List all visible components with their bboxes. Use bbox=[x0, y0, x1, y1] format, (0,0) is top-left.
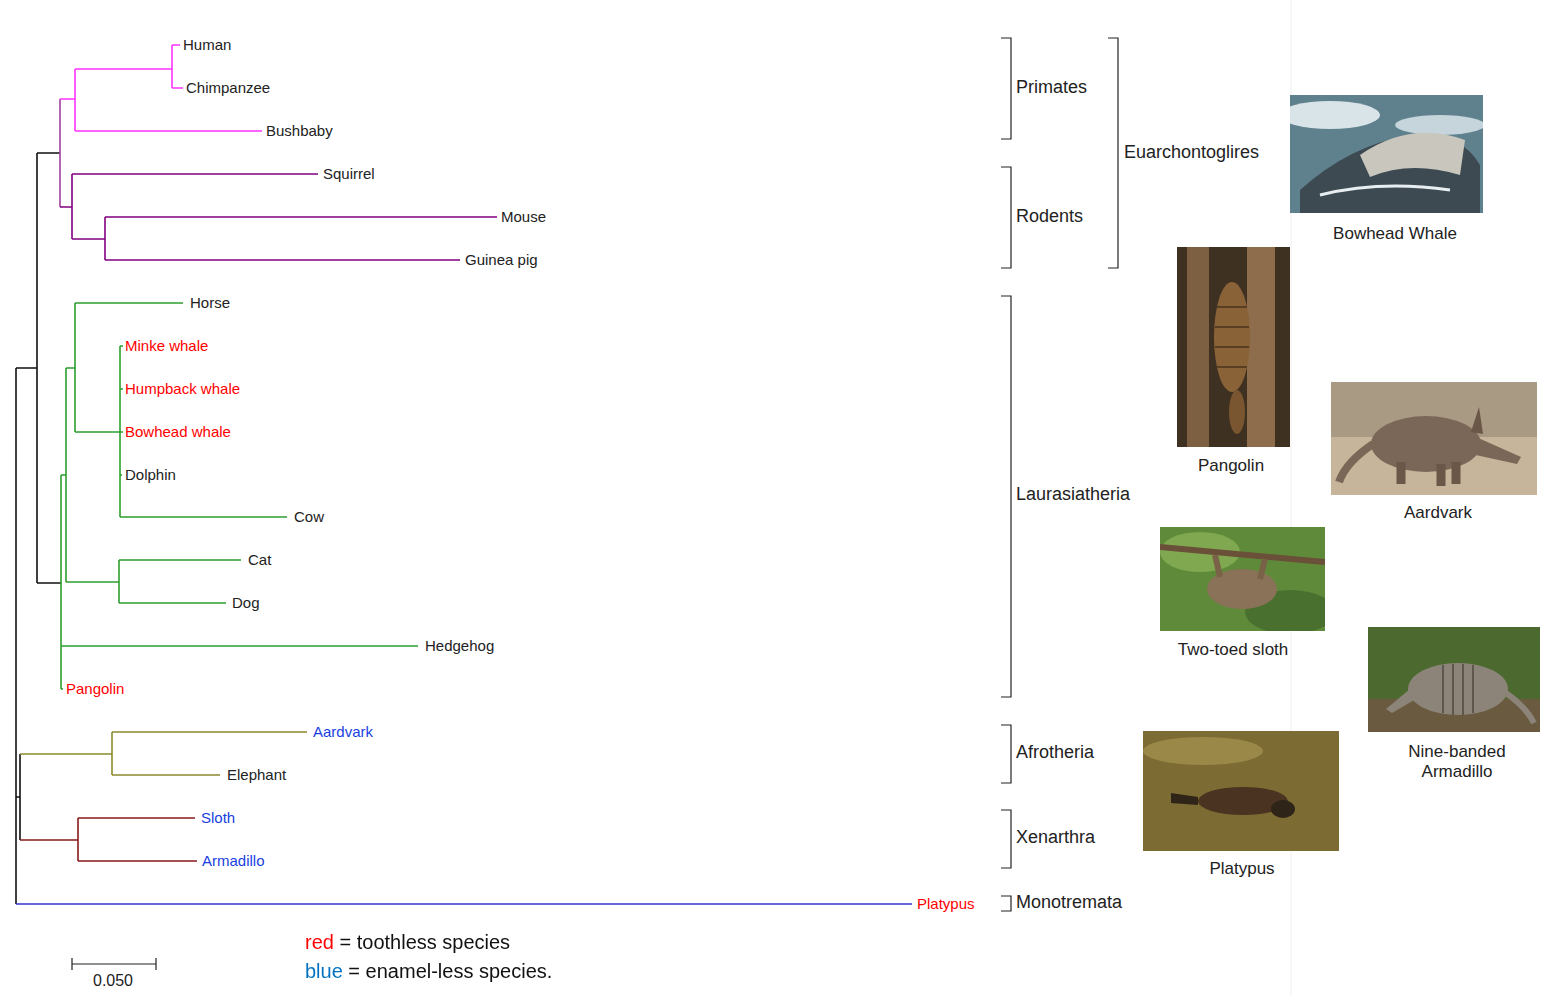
bracket bbox=[1001, 167, 1011, 268]
baleen bbox=[1360, 133, 1465, 177]
taxon-label: Guinea pig bbox=[465, 251, 538, 269]
clade-label: Xenarthra bbox=[1016, 827, 1095, 849]
photo-caption: Pangolin bbox=[1198, 456, 1264, 476]
taxon-label: Dog bbox=[232, 594, 260, 612]
photo-caption: Nine-banded Armadillo bbox=[1392, 742, 1522, 783]
ear bbox=[1471, 407, 1483, 434]
bracket bbox=[1001, 896, 1011, 911]
taxon-label: Hedgehog bbox=[425, 637, 494, 655]
taxon-label: Platypus bbox=[917, 895, 975, 913]
taxon-label: Cow bbox=[294, 508, 324, 526]
bracket bbox=[1108, 38, 1118, 268]
legs bbox=[1401, 462, 1456, 486]
platypus-photo bbox=[1143, 731, 1339, 851]
ground bbox=[1331, 382, 1537, 495]
xenarthra-branch bbox=[20, 818, 197, 861]
taxon-label: Humpback whale bbox=[125, 380, 240, 398]
grass bbox=[1368, 627, 1540, 732]
bracket bbox=[1001, 38, 1011, 139]
tail bbox=[1229, 390, 1245, 434]
photo-caption: Aardvark bbox=[1404, 503, 1472, 523]
scale-bar bbox=[72, 958, 156, 970]
taxon-label: Mouse bbox=[501, 208, 546, 226]
taxon-label: Chimpanzee bbox=[186, 79, 270, 97]
forest bbox=[1177, 247, 1290, 447]
laurasiatheria-branch bbox=[61, 303, 418, 689]
bill bbox=[1171, 793, 1198, 805]
clade-label: Primates bbox=[1016, 77, 1087, 99]
bracket bbox=[1001, 810, 1011, 868]
scales bbox=[1215, 307, 1249, 367]
taxon-label: Aardvark bbox=[313, 723, 373, 741]
whale-photo bbox=[1280, 95, 1485, 213]
bracket bbox=[1001, 725, 1011, 783]
foam bbox=[1280, 101, 1380, 129]
clade-label: Rodents bbox=[1016, 206, 1083, 228]
taxon-label: Bushbaby bbox=[266, 122, 333, 140]
tail bbox=[1506, 693, 1534, 723]
root-branch bbox=[16, 153, 61, 904]
aardvark-body bbox=[1371, 416, 1481, 472]
sloth-photo bbox=[1160, 527, 1335, 634]
photo-caption: Platypus bbox=[1209, 859, 1274, 879]
taxon-label: Squirrel bbox=[323, 165, 375, 183]
pangolin-photo bbox=[1177, 247, 1290, 447]
taxon-label: Human bbox=[183, 36, 231, 54]
arms bbox=[1215, 555, 1265, 579]
clade-label: Euarchontoglires bbox=[1124, 142, 1259, 164]
foam bbox=[1395, 115, 1485, 135]
aardvark-photo bbox=[1331, 382, 1537, 495]
head bbox=[1386, 689, 1416, 713]
splash bbox=[1320, 186, 1450, 195]
taxon-label: Horse bbox=[190, 294, 230, 312]
bracket bbox=[1001, 296, 1011, 697]
photo-caption: Bowhead Whale bbox=[1333, 224, 1457, 244]
taxon-label: Elephant bbox=[227, 766, 286, 784]
clade-label: Monotremata bbox=[1016, 892, 1122, 914]
taxon-label: Armadillo bbox=[202, 852, 265, 870]
ripple bbox=[1143, 737, 1263, 765]
taxon-label: Bowhead whale bbox=[125, 423, 231, 441]
taxon-label: Minke whale bbox=[125, 337, 208, 355]
legend-entry: blue = enamel-less species. bbox=[305, 959, 552, 983]
scale-bar bbox=[72, 958, 156, 970]
armadillo-body bbox=[1408, 663, 1508, 715]
branch bbox=[1160, 547, 1325, 562]
taxon-label: Pangolin bbox=[66, 680, 124, 698]
taxon-label: Cat bbox=[248, 551, 271, 569]
snout bbox=[1471, 437, 1521, 464]
armadillo-photo bbox=[1368, 627, 1540, 732]
rodent-branch bbox=[60, 174, 497, 260]
monotremata-branch bbox=[16, 903, 912, 905]
pangolin-body bbox=[1214, 282, 1250, 392]
bands bbox=[1443, 664, 1473, 715]
legend-entry: red = toothless species bbox=[305, 930, 510, 954]
photo-caption: Two-toed sloth bbox=[1178, 640, 1289, 660]
clade-label: Afrotheria bbox=[1016, 742, 1094, 764]
taxon-label: Sloth bbox=[201, 809, 235, 827]
trunk bbox=[1187, 247, 1209, 447]
tree-branches bbox=[16, 45, 912, 904]
tail bbox=[1271, 800, 1295, 818]
clade-label: Laurasiatheria bbox=[1016, 484, 1130, 506]
scale-value: 0.050 bbox=[93, 971, 133, 990]
euarchontoglires-branch bbox=[59, 99, 61, 207]
water bbox=[1143, 731, 1339, 851]
taxon-label: Dolphin bbox=[125, 466, 176, 484]
tail bbox=[1339, 444, 1373, 482]
trunk bbox=[1247, 247, 1275, 447]
clade-brackets bbox=[1001, 38, 1118, 911]
